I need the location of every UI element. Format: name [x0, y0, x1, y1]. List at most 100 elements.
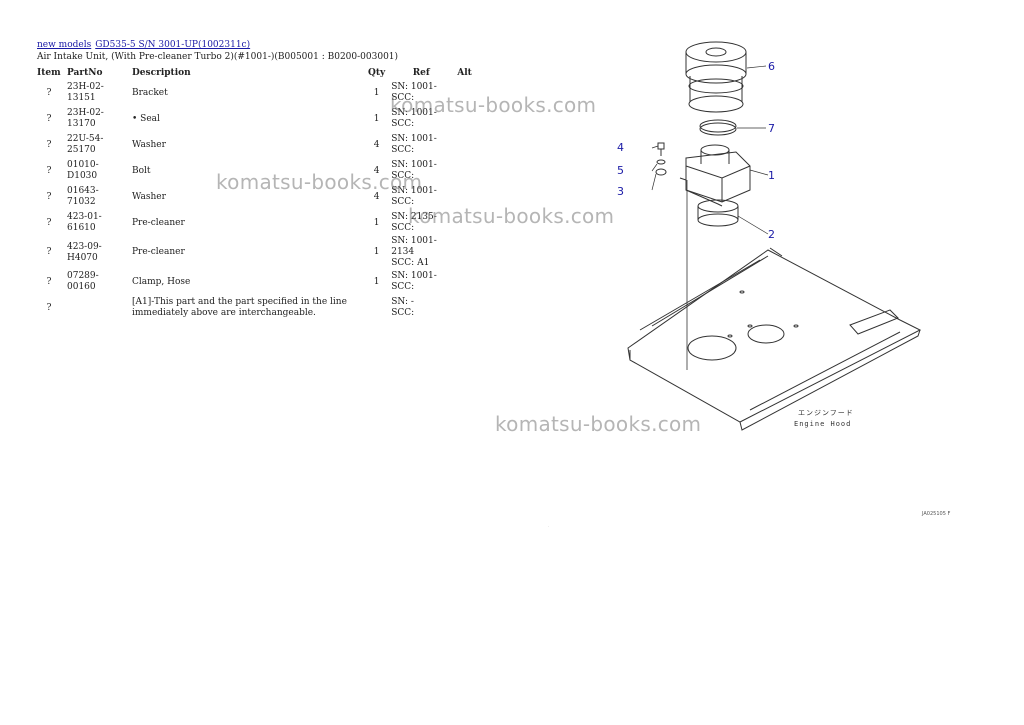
row-item: ? [46, 191, 52, 202]
row-qty: 4 [373, 165, 380, 176]
table-row: ? 23H-02-13151 Bracket 1 SN: 1001-SCC: [34, 80, 480, 106]
row-ref: SN: 2135-SCC: [388, 210, 454, 236]
row-item: ? [46, 276, 52, 287]
row-ref-sn: SN: 1001- [391, 271, 437, 281]
row-description: Washer [132, 139, 166, 150]
callout-3: 3 [617, 185, 624, 198]
row-qty: 1 [373, 276, 380, 287]
table-row: ? 01643-71032 Washer 4 SN: 1001-SCC: [34, 184, 480, 210]
row-ref-sn: SN: 2135- [391, 212, 437, 222]
row-partno: 22U-54-25170 [67, 134, 104, 155]
engine-hood-label-en: Engine Hood [794, 420, 852, 428]
row-description: • Seal [132, 113, 160, 124]
row-qty: 1 [373, 247, 380, 257]
row-ref-scc: SCC: [391, 119, 415, 129]
row-ref: SN: 1001-SCC: [388, 158, 454, 184]
row-partno: 23H-02-13151 [67, 82, 104, 103]
row-alt [454, 132, 480, 158]
table-row: ? 22U-54-25170 Washer 4 SN: 1001-SCC: [34, 132, 480, 158]
row-item: ? [46, 113, 52, 124]
callout-7: 7 [768, 122, 775, 135]
row-ref-scc: SCC: [391, 282, 415, 292]
row-alt [454, 295, 480, 321]
engine-hood-drawing [627, 247, 922, 431]
row-ref-sn: SN: 1001- [391, 82, 437, 92]
callout-1: 1 [768, 169, 775, 182]
row-partno: 01643-71032 [67, 186, 99, 207]
header-qty: Qty [368, 68, 386, 78]
table-row: ? 423-09-H4070 Pre-cleaner 1 SN: 1001-21… [34, 236, 480, 269]
row-qty: 1 [373, 217, 380, 228]
note-line-2: immediately above are interchangeable. [132, 308, 316, 318]
row-ref-sn: SN: 1001- [391, 134, 437, 144]
row-partno: 01010-D1030 [67, 160, 99, 181]
row-qty [365, 295, 388, 321]
watermark: komatsu-books.com [495, 412, 702, 436]
row-ref: SN: 1001-SCC: [388, 80, 454, 106]
hardware-drawing [655, 142, 667, 176]
row-qty: 4 [373, 139, 380, 150]
row-ref: SN: 1001-SCC: [388, 184, 454, 210]
row-ref: SN: -SCC: [388, 295, 454, 321]
row-item: ? [46, 87, 52, 98]
row-ref-sn: SN: 1001- [391, 160, 437, 170]
table-header-row: Item PartNo Description Qty Ref Alt [34, 66, 480, 80]
engine-hood-label-jp: エンジンフード [798, 409, 854, 417]
row-qty: 1 [373, 113, 380, 124]
row-ref-sn: SN: - [391, 297, 414, 307]
row-item: ? [46, 165, 52, 176]
row-item: ? [46, 139, 52, 150]
table-row: ? 23H-02-13170 • Seal 1 SN: 1001-SCC: [34, 106, 480, 132]
breadcrumb-link-model[interactable]: GD535-5 S/N 3001-UP(1002311c) [95, 40, 251, 50]
row-ref-sn: SN: 1001- [391, 186, 437, 196]
part-1-bracket-drawing [679, 144, 751, 207]
callout-6: 6 [768, 60, 775, 73]
row-alt [454, 236, 480, 269]
table-row: ? 423-01-61610 Pre-cleaner 1 SN: 2135-SC… [34, 210, 480, 236]
parts-table: Item PartNo Description Qty Ref Alt ? 23… [34, 66, 480, 321]
row-ref: SN: 1001-SCC: [388, 132, 454, 158]
row-ref-scc: SCC: [391, 223, 415, 233]
parts-diagram-drawing: 6 7 4 5 3 1 2 [617, 41, 922, 431]
callout-2: 2 [768, 228, 775, 241]
part-6-precleaner-drawing [685, 41, 747, 113]
row-ref-scc: SCC: [391, 197, 415, 207]
callout-4: 4 [617, 141, 624, 154]
parts-diagram: 6 7 4 5 3 1 2 [600, 30, 980, 450]
breadcrumb-link-new-models[interactable]: new models [37, 40, 92, 50]
part-2-seal-drawing [697, 199, 739, 227]
row-description: [A1]-This part and the part specified in… [129, 295, 365, 321]
header-description: Description [132, 68, 191, 78]
page-title: Air Intake Unit, (With Pre-cleaner Turbo… [37, 52, 399, 62]
watermark: komatsu-books.com [408, 204, 615, 228]
decorative-dot: · [548, 524, 550, 529]
row-alt [454, 269, 480, 295]
header-ref: Ref [412, 68, 430, 78]
table-row: ? [A1]-This part and the part specified … [34, 295, 480, 321]
row-partno: 23H-02-13170 [67, 108, 104, 129]
row-partno: 423-09-H4070 [67, 241, 102, 263]
row-description: Pre-cleaner [132, 217, 185, 228]
watermark: komatsu-books.com [216, 170, 423, 194]
row-qty: 4 [373, 191, 380, 202]
leader-lines [651, 65, 769, 235]
row-ref: SN: 1001-SCC: [388, 106, 454, 132]
row-partno: 07289-00160 [67, 271, 99, 292]
table-row: ? 07289-00160 Clamp, Hose 1 SN: 1001-SCC… [34, 269, 480, 295]
row-ref-scc: SCC: A1 [391, 258, 430, 268]
part-7-clamp-drawing [699, 119, 737, 136]
row-ref-scc: SCC: [391, 145, 415, 155]
row-ref-scc: SCC: [391, 171, 415, 181]
row-ref: SN: 1001-SCC: [388, 269, 454, 295]
row-alt [454, 158, 480, 184]
header-alt: Alt [457, 68, 472, 78]
table-row: ? 01010-D1030 Bolt 4 SN: 1001-SCC: [34, 158, 480, 184]
watermark: komatsu-books.com [390, 93, 597, 117]
row-ref-sn: SN: 1001-2134 [391, 236, 437, 257]
callout-5: 5 [617, 164, 624, 177]
header-item: Item [37, 68, 61, 78]
row-partno [64, 295, 129, 321]
row-ref-sn: SN: 1001- [391, 108, 437, 118]
